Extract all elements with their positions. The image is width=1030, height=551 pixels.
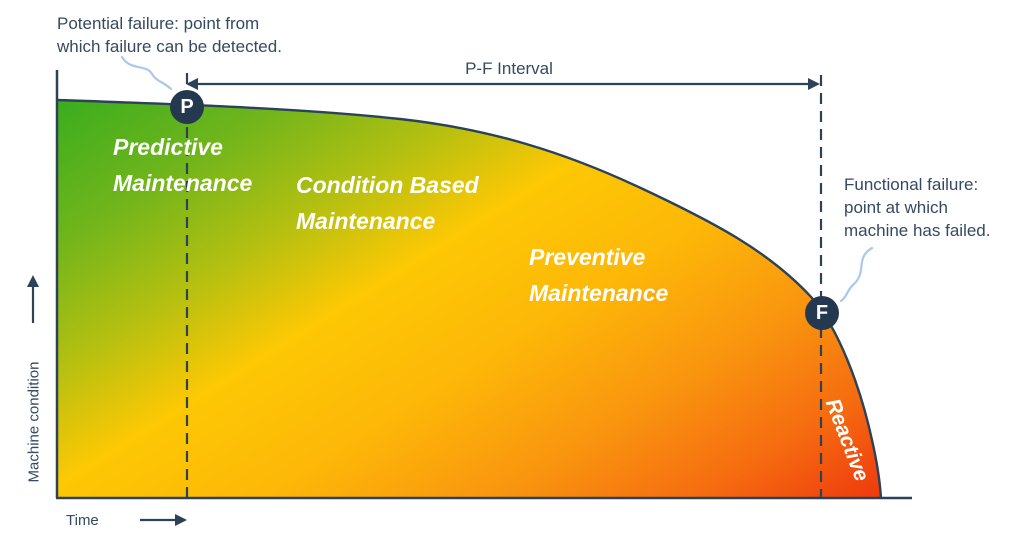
degradation-area <box>58 100 881 498</box>
potential-callout-connector <box>120 55 173 91</box>
pf-interval-right-arrowhead <box>808 78 820 90</box>
x-axis-label: Time <box>66 512 99 529</box>
functional-callout-connector <box>839 246 874 303</box>
f-marker-letter: F <box>815 301 829 324</box>
zone-label-preventive: Preventive Maintenance <box>529 244 669 306</box>
degradation-curve-line <box>57 98 883 499</box>
pf-interval-label: P-F Interval <box>465 59 553 78</box>
time-arrowhead <box>175 514 187 526</box>
zone-label-predictive: Predictive Maintenance <box>113 134 253 196</box>
p-marker: P <box>170 90 204 124</box>
f-marker: F <box>805 296 839 330</box>
potential-failure-annotation: Potential failure: point from which fail… <box>57 14 282 56</box>
p-marker-letter: P <box>180 95 194 118</box>
y-axis-arrowhead <box>27 275 39 287</box>
y-axis-label: Machine condition <box>25 361 43 483</box>
pf-interval-left-arrowhead <box>186 78 198 90</box>
functional-failure-annotation: Functional failure: point at which machi… <box>844 175 991 240</box>
zone-label-condition-based: Condition Based Maintenance <box>296 172 479 234</box>
